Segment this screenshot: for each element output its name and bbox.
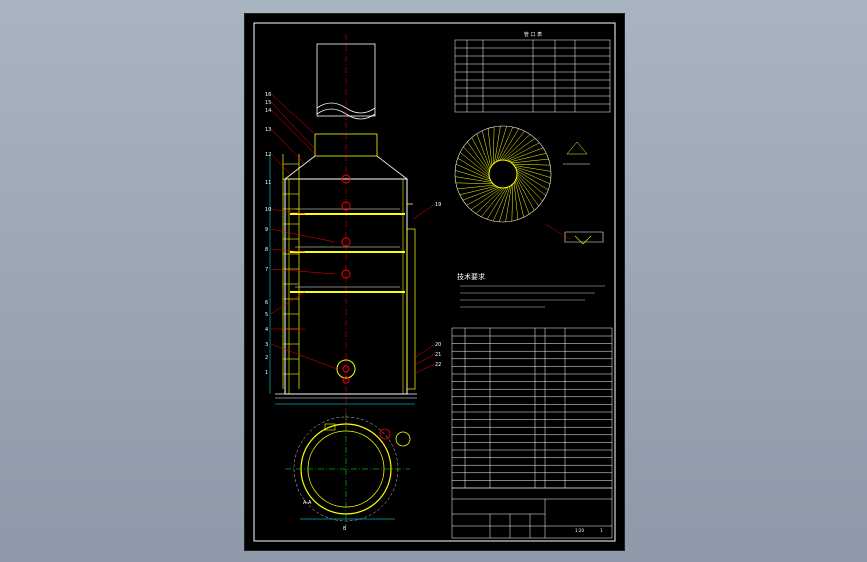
section-label: A-A [303, 500, 312, 506]
part-label-19: 19 [435, 202, 441, 208]
part-label-20: 20 [435, 342, 441, 348]
part-label-22: 22 [435, 362, 441, 368]
part-label-5: 5 [265, 312, 268, 318]
elevation-view [269, 34, 417, 424]
nozzle-table [454, 39, 611, 113]
part-label-7: 7 [265, 267, 268, 273]
part-label-4: 4 [265, 327, 268, 333]
part-label-10: 10 [265, 207, 271, 213]
cad-drawing-sheet: 16 15 14 13 12 11 10 9 8 7 6 5 4 3 2 1 1… [244, 13, 625, 551]
part-label-16: 16 [265, 92, 271, 98]
technical-notes: 技术要求 [457, 272, 605, 308]
sheet-scale: 1:20 [575, 528, 584, 533]
part-label-14: 14 [265, 108, 271, 114]
part-label-2: 2 [265, 355, 268, 361]
part-label-9: 9 [265, 227, 268, 233]
part-label-8: 8 [265, 247, 268, 253]
weld-detail [544, 223, 604, 245]
nozzle-table-title: 管 口 表 [524, 31, 542, 38]
part-label-11: 11 [265, 180, 271, 186]
part-label-12: 12 [265, 152, 271, 158]
view-label: B [343, 526, 347, 532]
sheet-count: 1 [600, 528, 603, 533]
drawing-border [253, 22, 616, 542]
parts-list [451, 327, 613, 489]
part-label-1: 1 [265, 370, 268, 376]
part-label-6: 6 [265, 300, 268, 306]
notes-heading: 技术要求 [457, 272, 485, 281]
swirl-plate-detail [454, 125, 552, 223]
part-label-13: 13 [265, 127, 271, 133]
part-label-15: 15 [265, 100, 271, 106]
drawing-canvas: 16 15 14 13 12 11 10 9 8 7 6 5 4 3 2 1 1… [253, 22, 616, 542]
plan-view [285, 414, 411, 526]
part-callouts-left [270, 93, 338, 370]
vane-detail [563, 141, 590, 165]
part-label-21: 21 [435, 352, 441, 358]
title-block [451, 487, 613, 539]
part-label-3: 3 [265, 342, 268, 348]
